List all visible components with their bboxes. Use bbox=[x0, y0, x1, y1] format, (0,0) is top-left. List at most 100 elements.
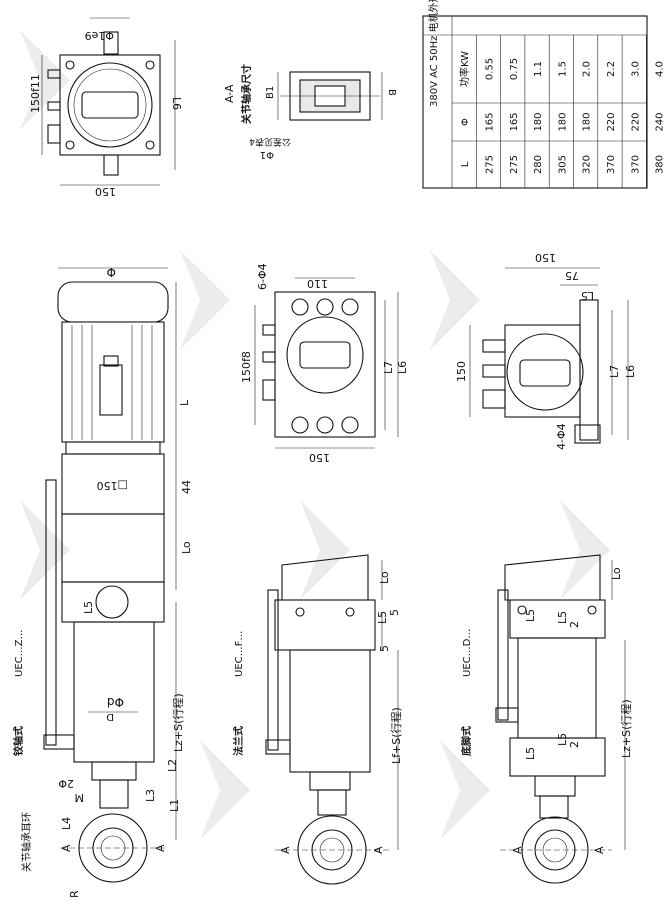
spec-col-label: 功率KW bbox=[458, 51, 471, 87]
view-f: Lo L5 5 5 Lf+S(行程) A A 法兰式 UEC…F… bbox=[232, 554, 403, 885]
mid-left-dim-150: 150 bbox=[309, 451, 330, 464]
spec-cell: 165 bbox=[509, 112, 520, 131]
mid-left-l6: L6 bbox=[396, 361, 409, 374]
z-l5: L5 bbox=[82, 601, 95, 614]
z-a-right: A bbox=[154, 844, 167, 852]
top-dim-phi: Φ1e9 bbox=[85, 29, 114, 42]
z-lo: Lo bbox=[180, 541, 193, 554]
spec-table: 380V AC 50Hz 电机外形 功率KW Φ L 0.55 165 275 0.75 16… bbox=[422, 0, 665, 189]
spec-cell: 1.5 bbox=[557, 61, 568, 77]
mid-right-holes: 4-Φ4 bbox=[555, 423, 568, 450]
spec-cell: 305 bbox=[557, 155, 568, 174]
d-2a: 2 bbox=[568, 621, 581, 628]
f-l5: L5 bbox=[376, 611, 389, 624]
spec-cell: 0.75 bbox=[509, 58, 520, 80]
spec-cell: 275 bbox=[509, 155, 520, 174]
spec-cell: 370 bbox=[630, 155, 641, 174]
mid-right-l5: L5 bbox=[581, 289, 594, 302]
spec-cell: 2.0 bbox=[582, 61, 593, 77]
spec-cell: 320 bbox=[582, 155, 593, 174]
spec-cell: 220 bbox=[606, 112, 617, 131]
d-lo: Lo bbox=[610, 567, 623, 580]
z-d44: 44 bbox=[180, 480, 193, 494]
mid-left-holes: 6-Φ4 bbox=[256, 263, 269, 290]
spec-cell: 180 bbox=[533, 112, 544, 131]
spec-cell: 180 bbox=[557, 112, 568, 131]
watermark-pattern bbox=[20, 30, 610, 840]
aa-b1: B1 bbox=[265, 86, 276, 99]
mid-right-view: 150 75 L5 150 L7 L6 4-Φ4 bbox=[455, 251, 637, 450]
d-l5b: L5 bbox=[556, 611, 569, 624]
spec-cell: 0.55 bbox=[484, 58, 495, 80]
view-z: Φ L □150 44 Lo L5 Φd D Lz+S(行程) L2 L3 L1… bbox=[12, 265, 193, 898]
view-d: Lo L5 L5 2 L5 L5 2 Lz+S(行程) A A 底脚式 UEC…… bbox=[460, 554, 633, 884]
mid-left-dim-150f8: 150f8 bbox=[240, 351, 253, 383]
f-d5a: 5 bbox=[388, 609, 401, 616]
d-mount: 底脚式 bbox=[460, 726, 473, 756]
d-2b: 2 bbox=[568, 741, 581, 748]
spec-cell: 4.0 bbox=[655, 61, 665, 77]
spec-cell: 165 bbox=[484, 112, 495, 131]
spec-cell: 180 bbox=[582, 112, 593, 131]
mid-right-l6: L6 bbox=[624, 365, 637, 378]
z-bearing-label: 关节轴承耳环 bbox=[20, 812, 33, 872]
z-a-left: A bbox=[60, 844, 73, 852]
mid-right-l7: L7 bbox=[608, 365, 621, 378]
spec-col-label: L bbox=[460, 161, 471, 167]
aa-caption: 关节轴承尺寸 bbox=[240, 64, 253, 124]
spec-cell: 370 bbox=[606, 155, 617, 174]
f-a-right: A bbox=[372, 846, 385, 854]
d-l5c: L5 bbox=[524, 747, 537, 760]
z-r: R bbox=[68, 890, 81, 898]
z-phid: Φd bbox=[107, 695, 124, 709]
spec-header: 380V AC 50Hz 电机外形 bbox=[427, 0, 440, 107]
z-d: D bbox=[106, 711, 114, 722]
spec-cell: 2.2 bbox=[606, 61, 617, 77]
spec-cell: 240 bbox=[655, 112, 665, 131]
z-l2: L2 bbox=[166, 759, 179, 772]
mid-left-dim-110: 110 bbox=[307, 277, 328, 290]
section-aa: A-A 关节轴承尺寸 公差见表4 Φ1 B1 B bbox=[223, 64, 397, 160]
f-model: UEC…F… bbox=[234, 631, 245, 677]
aa-b: B bbox=[386, 89, 397, 96]
f-a-left: A bbox=[279, 846, 292, 854]
mid-right-dim-150-top: 150 bbox=[535, 251, 556, 264]
d-l5d: L5 bbox=[556, 733, 569, 746]
z-l1: L1 bbox=[168, 799, 181, 812]
z-sq150: □150 bbox=[97, 479, 128, 492]
z-stroke: Lz+S(行程) bbox=[172, 693, 185, 752]
z-phi2: 2Φ bbox=[58, 777, 74, 790]
top-dim-150f11: 150f11 bbox=[29, 74, 42, 113]
aa-note: 公差见表4 bbox=[249, 136, 291, 148]
aa-title: A-A bbox=[223, 84, 236, 103]
top-dim-150: 150 bbox=[95, 185, 116, 198]
d-a-right: A bbox=[593, 846, 606, 854]
z-model: UEC…Z… bbox=[14, 630, 25, 677]
d-model: UEC…D… bbox=[462, 629, 473, 677]
mid-left-view: 6-Φ4 110 150f8 L7 L6 150 bbox=[240, 263, 409, 464]
spec-cell: 275 bbox=[484, 155, 495, 174]
mid-right-dim-75: 75 bbox=[565, 269, 579, 282]
spec-cell: 280 bbox=[533, 155, 544, 174]
z-l3: L3 bbox=[144, 789, 157, 802]
aa-phi1: Φ1 bbox=[260, 149, 274, 160]
f-d5b: 5 bbox=[378, 645, 391, 652]
spec-cell: 220 bbox=[630, 112, 641, 131]
f-lo: Lo bbox=[378, 571, 391, 584]
f-mount: 法兰式 bbox=[232, 726, 245, 756]
d-a-left: A bbox=[511, 846, 524, 854]
z-l4: L4 bbox=[60, 817, 73, 830]
f-stroke: Lf+S(行程) bbox=[390, 707, 403, 764]
mid-right-dim-150-left: 150 bbox=[455, 361, 468, 382]
spec-cell: 3.0 bbox=[630, 61, 641, 77]
mid-left-l7: L7 bbox=[382, 361, 395, 374]
spec-col-label: Φ bbox=[460, 118, 471, 126]
d-stroke: Lz+S(行程) bbox=[620, 699, 633, 758]
z-m: M bbox=[75, 791, 85, 804]
spec-cell: 380 bbox=[655, 155, 665, 174]
d-l5a: L5 bbox=[524, 609, 537, 622]
top-view: Φ1e9 150f11 150 L6 bbox=[29, 17, 183, 198]
z-phi-motor: Φ bbox=[107, 265, 116, 279]
top-dim-l6: L6 bbox=[170, 97, 183, 110]
